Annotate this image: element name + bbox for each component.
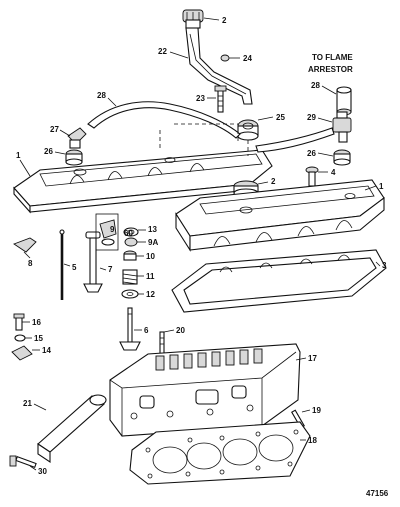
nut-9a — [124, 237, 138, 247]
valve-cover-right — [175, 179, 385, 252]
callout-27: 27 — [50, 125, 59, 134]
callout-1-left: 1 — [16, 151, 21, 160]
callout-28-hose: 28 — [97, 91, 106, 100]
callout-15: 15 — [34, 334, 43, 343]
rocker-arm-8 — [13, 237, 37, 253]
flame-arrestor-tube-28 — [336, 86, 352, 116]
callout-29: 29 — [307, 113, 316, 122]
oil-filler-tube — [185, 27, 253, 105]
callout-8: 8 — [28, 259, 33, 268]
pcv-valve-29 — [332, 111, 352, 143]
bracket-21 — [37, 394, 107, 464]
callout-12: 12 — [146, 290, 155, 299]
callout-22: 22 — [158, 47, 167, 56]
callout-2-cap: 2 — [271, 177, 276, 186]
bolt-30 — [9, 455, 37, 469]
callout-30: 30 — [38, 467, 47, 476]
figure-number: 47156 — [366, 489, 389, 498]
callout-3: 3 — [382, 261, 387, 270]
callout-26-right: 26 — [307, 149, 316, 158]
grommet-24 — [220, 54, 230, 62]
stud-16 — [13, 313, 25, 331]
callout-1-right: 1 — [379, 182, 384, 191]
callout-19: 19 — [312, 406, 321, 415]
callout-28-right: 28 — [311, 81, 320, 90]
bolt-4 — [305, 166, 319, 187]
callout-9: 9 — [110, 225, 115, 234]
valve-cap-10 — [123, 250, 137, 261]
valve-spring-11 — [122, 269, 138, 285]
pcv-hose-right — [255, 127, 335, 153]
callout-10: 10 — [146, 252, 155, 261]
pushrod-5 — [59, 229, 65, 300]
callout-25: 25 — [276, 113, 285, 122]
grommet-25 — [237, 119, 259, 141]
guide-14 — [11, 345, 33, 361]
callout-11: 11 — [146, 272, 155, 281]
crankcase-vent-hose — [87, 101, 241, 139]
callout-21: 21 — [23, 399, 32, 408]
cylinder-head-17 — [109, 343, 301, 437]
label-60: 60 — [124, 229, 133, 238]
callout-26-left: 26 — [44, 147, 53, 156]
callout-20: 20 — [176, 326, 185, 335]
washer-12 — [121, 289, 139, 299]
flame-arrestor-note-line-1: TO FLAME — [312, 53, 353, 62]
callout-13: 13 — [148, 225, 157, 234]
valve-lifter-7 — [83, 231, 103, 293]
callout-2: 2 — [222, 16, 227, 25]
callout-6: 6 — [144, 326, 149, 335]
callout-5: 5 — [72, 263, 77, 272]
elbow-fitting-27 — [67, 127, 87, 149]
callout-23: 23 — [196, 94, 205, 103]
callout-9a: 9A — [148, 238, 158, 247]
bolt-23 — [214, 85, 227, 113]
callout-24: 24 — [243, 54, 252, 63]
callout-16: 16 — [32, 318, 41, 327]
callout-4: 4 — [331, 168, 336, 177]
valve-cover-left — [13, 149, 273, 214]
callout-18: 18 — [308, 436, 317, 445]
callout-17: 17 — [308, 354, 317, 363]
grommet-26-right — [333, 149, 351, 166]
valve-cover-gasket — [171, 249, 387, 313]
washer-15 — [14, 334, 26, 342]
grommet-26-left — [65, 149, 83, 166]
ball-13 — [123, 227, 139, 237]
rocker-arm-9 — [95, 213, 119, 251]
head-valve-springs — [155, 348, 263, 371]
callout-14: 14 — [42, 346, 51, 355]
oil-filler-cap-top — [182, 9, 204, 29]
flame-arrestor-note-line-2: ARRESTOR — [308, 65, 353, 74]
head-gasket-18 — [129, 421, 311, 485]
valve-6 — [119, 307, 141, 351]
callout-7: 7 — [108, 265, 113, 274]
